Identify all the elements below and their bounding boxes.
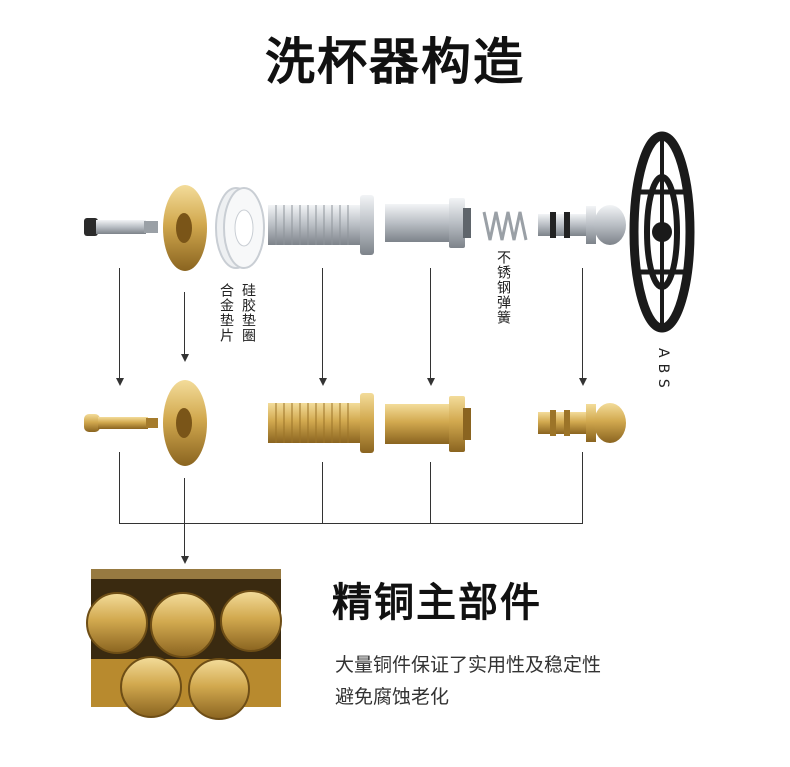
brass-threaded-tube: [268, 393, 374, 453]
connector-line: [582, 268, 583, 380]
connector-line: [322, 268, 323, 380]
connector-line: [119, 452, 120, 524]
alloy-flange-top: [163, 185, 207, 271]
connector-line: [430, 462, 431, 524]
connector-line: [430, 268, 431, 380]
feature-desc-line2: 避免腐蚀老化: [335, 686, 450, 708]
chrome-sleeve: [385, 198, 471, 248]
feature-desc-line1: 大量铜件保证了实用性及稳定性: [335, 654, 602, 676]
connector-line: [184, 478, 185, 556]
label-abs: ABS: [655, 348, 671, 394]
arrow-head: [116, 378, 124, 386]
arrow-head: [579, 378, 587, 386]
page-title: 洗杯器构造: [265, 33, 525, 91]
arrow-head: [181, 556, 189, 564]
feature-heading: 精铜主部件: [332, 580, 542, 626]
silicone-gasket: [215, 187, 265, 269]
chrome-threaded-tube: [268, 195, 374, 255]
arrow-head: [319, 378, 327, 386]
brass-rods-image: [86, 569, 282, 720]
label-silicone-gasket: 硅胶垫圈: [240, 283, 256, 343]
connector-line: [322, 462, 323, 524]
brass-flange: [163, 380, 207, 466]
label-alloy-gasket: 合金垫片: [218, 283, 234, 343]
brass-pin-part: [84, 414, 158, 432]
stainless-spring: [482, 211, 528, 241]
connector-line: [119, 523, 583, 524]
chrome-valve-stem: [538, 205, 626, 245]
arrow-head: [181, 354, 189, 362]
brass-sleeve: [385, 396, 471, 452]
arrow-head: [427, 378, 435, 386]
label-stainless-spring: 不锈钢弹簧: [495, 250, 511, 325]
abs-spray-head: [629, 131, 695, 333]
connector-line: [184, 292, 185, 356]
connector-line: [582, 452, 583, 524]
chrome-pin-part: [84, 218, 158, 236]
connector-line: [119, 268, 120, 380]
brass-valve-stem: [538, 403, 626, 443]
